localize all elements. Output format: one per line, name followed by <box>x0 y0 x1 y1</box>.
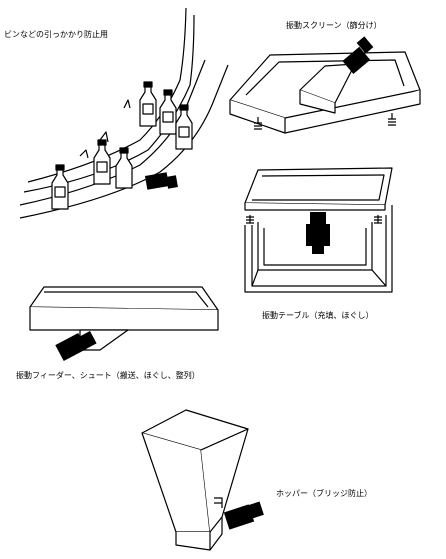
vibrator-motor-icon <box>55 329 129 362</box>
curved-conveyor-illustration <box>19 7 229 219</box>
label-hopper: ホッパー（ブリッジ防止） <box>276 489 372 498</box>
bottle-icon <box>115 147 133 189</box>
vibrating-feeder-illustration <box>29 286 219 331</box>
vibrator-motor-icon <box>144 172 178 190</box>
bottle-icon <box>175 104 193 150</box>
bottle-icon <box>139 81 157 127</box>
label-vibrating-feeder: 振動フィーダー、シュート（搬送、ほぐし、整列） <box>16 371 200 380</box>
label-vibrating-table: 振動テーブル（充填、ほぐし） <box>262 311 374 320</box>
vibrating-table-illustration <box>244 167 393 293</box>
bottle-icon <box>51 164 69 210</box>
vibrator-motor-icon <box>306 212 330 254</box>
hopper-illustration <box>141 409 249 551</box>
vibrator-motor-icon <box>342 36 374 74</box>
bottle-icon <box>93 139 111 185</box>
label-bottle-guard: ビンなどの引っかかり防止用 <box>4 30 108 39</box>
label-vibrating-screen: 振動スクリーン（篩分け） <box>286 21 382 30</box>
vibrator-motor-icon <box>223 501 264 530</box>
vibrating-screen-illustration <box>229 51 421 134</box>
bottle-icon <box>159 89 177 135</box>
